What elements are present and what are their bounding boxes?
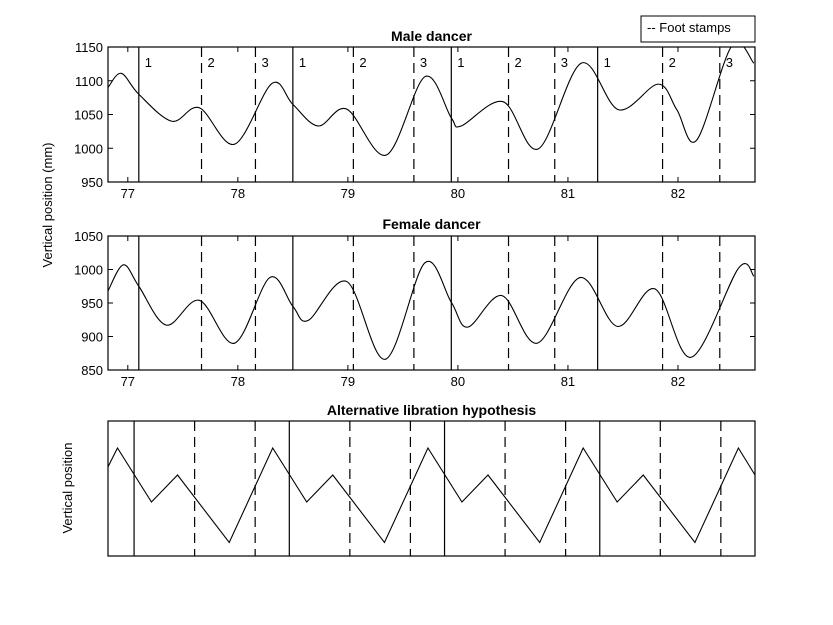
series-line [108,47,755,156]
stamp-label: 2 [208,55,215,70]
x-tick-label: 81 [561,186,575,201]
stamp-label: 2 [515,55,522,70]
stamp-label: 1 [457,55,464,70]
x-tick-label: 77 [121,186,135,201]
x-tick-label: 82 [671,186,685,201]
stamp-label: 2 [669,55,676,70]
x-tick-label: 79 [341,374,355,389]
legend: -- Foot stamps [640,15,756,43]
y-tick-label: 1050 [74,108,103,123]
x-tick-label: 77 [121,374,135,389]
x-tick-label: 80 [451,186,465,201]
y-tick-label: 950 [81,175,103,190]
y-axis-label: Vertical position [60,442,75,533]
axes-frame [107,235,756,371]
series-line [108,446,755,544]
stamp-label: 3 [561,55,568,70]
y-tick-label: 950 [81,296,103,311]
y-tick-label: 1000 [74,141,103,156]
x-tick-label: 80 [451,374,465,389]
x-tick-label: 81 [561,374,575,389]
axes-frame [107,46,756,183]
stamp-label: 3 [726,55,733,70]
y-tick-label: 850 [81,363,103,378]
stamp-label: 2 [359,55,366,70]
stamp-label: 3 [261,55,268,70]
y-tick-label: 1050 [74,229,103,244]
stamp-label: 1 [299,55,306,70]
y-tick-label: 1000 [74,263,103,278]
panel-2: Female dancer 77 78 79 80 81 82 850 900 950 1000 10… [74,216,756,389]
panel-title: Female dancer [382,216,481,232]
panel-title: Alternative libration hypothesis [327,402,536,418]
y-tick-label: 900 [81,330,103,345]
panel-3: Alternative libration hypothesisVertical… [60,402,756,557]
x-tick-label: 78 [231,186,245,201]
stamp-label: 3 [420,55,427,70]
axes-frame [107,420,756,557]
x-tick-label: 82 [671,374,685,389]
stamp-label: 1 [604,55,611,70]
panel-title: Male dancer [391,28,472,44]
x-tick-label: 78 [231,374,245,389]
legend-box [640,15,756,43]
y-tick-label: 1150 [75,40,103,55]
legend-label: -- Foot stamps [647,20,731,35]
stamp-label: 1 [145,55,152,70]
x-tick-label: 79 [341,186,355,201]
y-axis-label: Vertical position (mm) [40,143,55,268]
series-line [108,260,755,360]
y-tick-label: 1100 [75,74,103,89]
